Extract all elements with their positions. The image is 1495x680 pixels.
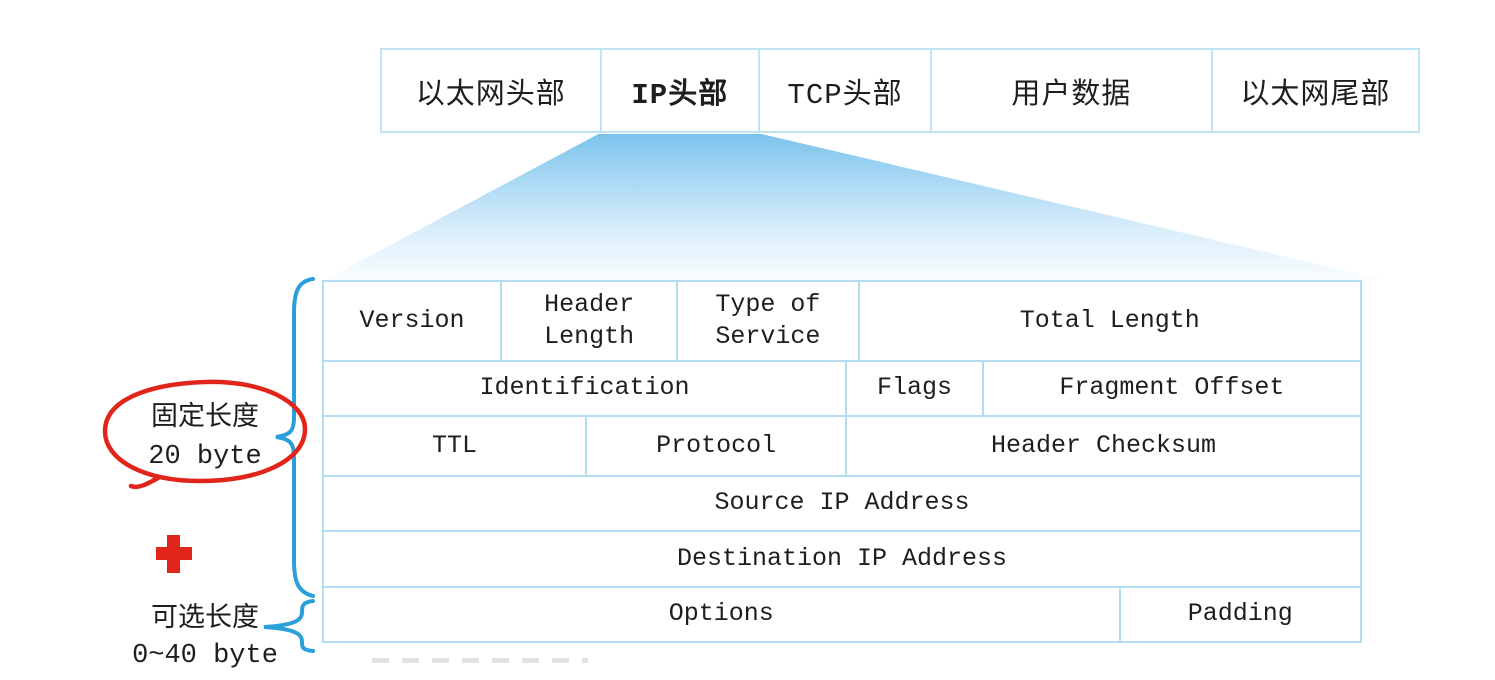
- field-version: Version: [359, 305, 465, 335]
- field-padding: Padding: [1118, 588, 1360, 641]
- table-row: Identification Flags Fragment Offset: [324, 360, 1360, 415]
- packet-cell-ethernet-header: 以太网头部: [415, 78, 566, 112]
- packet-cell-user-data: 用户数据: [930, 50, 1211, 131]
- field-destination-ip: Destination IP Address: [676, 543, 1008, 573]
- table-row: TTL Protocol Header Checksum: [324, 415, 1360, 475]
- field-header-checksum: Header Checksum: [845, 417, 1360, 475]
- optional-length-line1: 可选长度: [151, 605, 259, 635]
- field-total-length: Total Length: [857, 282, 1360, 360]
- table-row: Destination IP Address: [324, 530, 1360, 586]
- table-row: Source IP Address: [324, 475, 1360, 530]
- red-plus-icon: [156, 535, 192, 573]
- table-row: Version Header Length Type of Service To…: [324, 282, 1360, 360]
- fixed-length-line1: 固定长度: [151, 404, 259, 434]
- packet-cell-tcp-header: TCP头部: [758, 50, 930, 131]
- table-row: Options Padding: [324, 586, 1360, 641]
- packet-cell-ip-header: IP头部: [599, 50, 759, 131]
- field-flags: Flags: [845, 362, 982, 415]
- ip-header-table: Version Header Length Type of Service To…: [322, 280, 1362, 643]
- optional-length-label: 可选长度 0~40 byte: [105, 602, 305, 674]
- field-header-length: Header Length: [500, 282, 676, 360]
- fixed-length-label: 固定长度 20 byte: [105, 400, 305, 476]
- packet-layer-bar: 以太网头部 IP头部 TCP头部 用户数据 以太网尾部: [380, 48, 1420, 133]
- field-protocol: Protocol: [585, 417, 845, 475]
- field-options: Options: [668, 599, 774, 629]
- field-source-ip: Source IP Address: [714, 488, 970, 518]
- field-fragment-offset: Fragment Offset: [981, 362, 1360, 415]
- field-type-of-service: Type of Service: [676, 282, 857, 360]
- faint-dashed-line: [372, 658, 588, 663]
- zoom-funnel: [325, 134, 1385, 280]
- field-identification: Identification: [479, 373, 690, 403]
- fixed-length-line2: 20 byte: [148, 442, 262, 472]
- field-ttl: TTL: [432, 430, 478, 460]
- packet-cell-ethernet-trailer: 以太网尾部: [1210, 50, 1418, 131]
- optional-length-line2: 0~40 byte: [132, 641, 278, 671]
